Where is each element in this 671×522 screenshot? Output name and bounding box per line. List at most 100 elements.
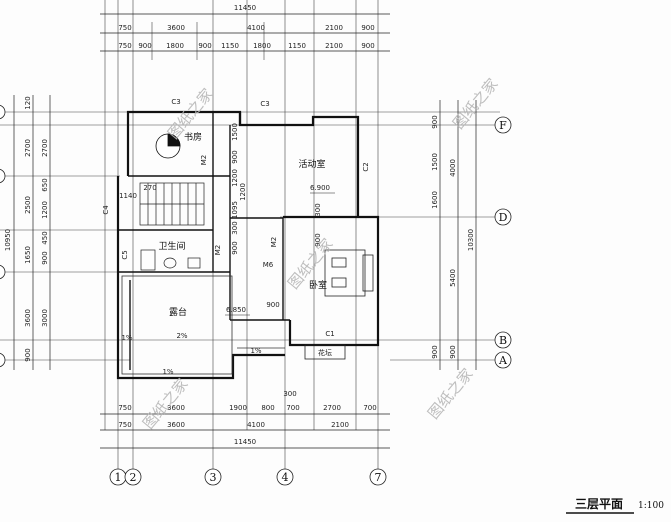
door-m2-study: M2 bbox=[200, 155, 208, 166]
bathroom-fixtures bbox=[140, 249, 201, 271]
top2-dim-9: 900 bbox=[361, 42, 374, 50]
axis-label-7: 7 bbox=[375, 471, 382, 484]
door-m6: M6 bbox=[263, 261, 274, 269]
spiral-stair-symbol bbox=[155, 133, 181, 159]
bed-furniture bbox=[324, 249, 374, 297]
bottom-dim-4: 800 bbox=[261, 404, 274, 412]
top2-dim-5: 1150 bbox=[221, 42, 239, 50]
bottom2-dim-3: 4100 bbox=[247, 421, 265, 429]
window-c3-left: C3 bbox=[171, 98, 180, 106]
drawing-title: 三层平面 bbox=[575, 497, 623, 511]
window-c5: C5 bbox=[121, 250, 129, 259]
int-dim-3: 1200 bbox=[231, 169, 239, 187]
room-label-study: 书房 bbox=[184, 131, 202, 143]
slope-1pct-c: 1% bbox=[250, 347, 261, 355]
bottom-dim-3: 1900 bbox=[229, 404, 247, 412]
window-c1: C1 bbox=[325, 330, 334, 338]
axis-label-2: 2 bbox=[130, 471, 137, 484]
window-c2: C2 bbox=[362, 162, 370, 171]
right-dim-1: 4000 bbox=[449, 159, 457, 177]
bottom2-dim-4: 2100 bbox=[331, 421, 349, 429]
int-dim-1: 1500 bbox=[231, 123, 239, 141]
axis-label-F: F bbox=[499, 119, 507, 132]
left-dim-6: 900 bbox=[24, 348, 32, 361]
terrace-rail bbox=[121, 275, 285, 375]
axis-label-B: B bbox=[499, 334, 507, 347]
top2-dim-7: 1150 bbox=[288, 42, 306, 50]
door-m2-bedroom: M2 bbox=[270, 237, 278, 248]
right-dim-2: 5400 bbox=[449, 269, 457, 287]
left-inner-3: 1200 bbox=[41, 201, 49, 219]
bottom-dim-7: 700 bbox=[363, 404, 376, 412]
slope-1pct-a: 1% bbox=[121, 334, 132, 342]
drawing-scale: 1:100 bbox=[638, 501, 664, 511]
room-label-bathroom: 卫生间 bbox=[158, 240, 185, 252]
bottom-dim-6: 2700 bbox=[323, 404, 341, 412]
int-dim-2: 900 bbox=[231, 150, 239, 163]
int-dim-4: 1200 bbox=[239, 183, 247, 201]
right-inner-2: 1500 bbox=[431, 153, 439, 171]
room-label-activity: 活动室 bbox=[298, 158, 325, 170]
watermark-5: 图纸之家 bbox=[449, 75, 501, 133]
right-inner-1: 900 bbox=[431, 115, 439, 128]
top-dim-1: 750 bbox=[118, 24, 131, 32]
bottom-small-dim: 300 bbox=[283, 390, 296, 398]
bottom2-dim-2: 3600 bbox=[167, 421, 185, 429]
left-inner-6: 3000 bbox=[41, 309, 49, 327]
top2-dim-6: 1800 bbox=[253, 42, 271, 50]
room-label-bedroom: 卧室 bbox=[309, 279, 327, 291]
left-dim-1: 120 bbox=[24, 96, 32, 109]
right-dimension-lines bbox=[439, 100, 477, 370]
int-dim-10: 300 bbox=[314, 203, 322, 216]
door-m2-bath: M2 bbox=[214, 245, 222, 256]
left-dim-3: 2500 bbox=[24, 196, 32, 214]
top-dim-2: 3600 bbox=[167, 24, 185, 32]
right-dim-3: 900 bbox=[449, 345, 457, 358]
axis-label-3: 3 bbox=[210, 471, 217, 484]
axis-label-D: D bbox=[499, 211, 508, 224]
axis-label-4: 4 bbox=[282, 471, 289, 484]
left-axis-bubbles bbox=[0, 104, 6, 368]
exterior-walls bbox=[116, 110, 380, 380]
watermark-4: 图纸之家 bbox=[424, 365, 476, 423]
slope-1pct-b: 1% bbox=[162, 368, 173, 376]
left-total-dimension: 10950 bbox=[4, 229, 12, 251]
axis-label-1: 1 bbox=[115, 471, 122, 484]
top2-dim-3: 1800 bbox=[166, 42, 184, 50]
interior-walls bbox=[118, 112, 290, 370]
left-dim-2: 2700 bbox=[24, 139, 32, 157]
left-inner-4: 450 bbox=[41, 231, 49, 244]
top-dimension-lines bbox=[100, 13, 390, 52]
int-dim-9: 900 bbox=[266, 301, 279, 309]
int-dim-7: 900 bbox=[231, 241, 239, 254]
bottom-dim-5: 700 bbox=[286, 404, 299, 412]
bottom-axis-bubble-shapes bbox=[109, 468, 387, 486]
right-total-dimension: 10300 bbox=[467, 229, 475, 251]
top-total-dimension: 11450 bbox=[234, 4, 256, 12]
bottom-dim-2: 3600 bbox=[167, 404, 185, 412]
room-label-flower: 花坛 bbox=[318, 348, 332, 357]
window-c4: C4 bbox=[102, 205, 110, 215]
bottom2-dim-1: 750 bbox=[118, 421, 131, 429]
flower-bed bbox=[304, 344, 346, 360]
bottom-total-dimension: 11450 bbox=[234, 438, 256, 446]
left-dimension-lines bbox=[13, 95, 51, 370]
left-dim-4: 1650 bbox=[24, 246, 32, 264]
bottom-dim-1: 750 bbox=[118, 404, 131, 412]
top-dim-5: 900 bbox=[361, 24, 374, 32]
right-axis-bubble-shapes bbox=[494, 116, 512, 369]
int-dim-6: 300 bbox=[231, 221, 239, 234]
left-dim-5: 3600 bbox=[24, 309, 32, 327]
left-inner-5: 900 bbox=[41, 251, 49, 264]
bottom-dimension-lines bbox=[100, 413, 390, 449]
staircase bbox=[139, 182, 205, 226]
axis-label-A: A bbox=[498, 354, 508, 367]
top2-dim-4: 900 bbox=[198, 42, 211, 50]
int-dim-12: 270 bbox=[143, 184, 156, 192]
room-label-terrace: 露台 bbox=[169, 306, 187, 318]
int-dim-11: 1140 bbox=[119, 192, 137, 200]
int-dim-8: 900 bbox=[314, 233, 322, 246]
level-terrace: 6.850 bbox=[226, 306, 246, 314]
